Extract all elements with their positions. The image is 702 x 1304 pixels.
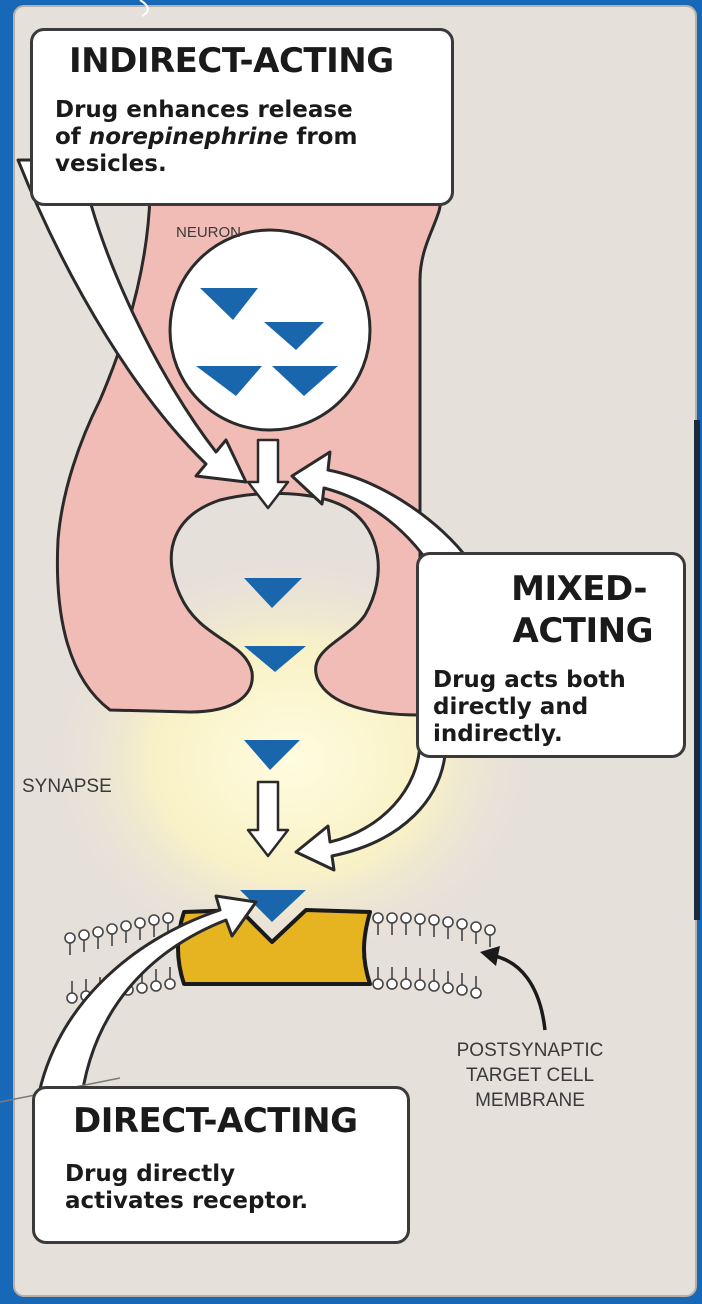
neuron-label: NEURON bbox=[176, 224, 241, 241]
direct-acting-description: Drug directly activates receptor. bbox=[65, 1161, 308, 1215]
indirect-acting-title: INDIRECT-ACTING bbox=[69, 41, 394, 81]
indirect-line-2: of norepinephrine from bbox=[55, 124, 357, 151]
indirect-line-1: Drug enhances release bbox=[55, 97, 357, 124]
direct-line-1: Drug directly bbox=[65, 1161, 308, 1188]
direct-line-2: activates receptor. bbox=[65, 1188, 308, 1215]
mixed-line-2: directly and bbox=[433, 694, 626, 721]
right-edge-dark-bar bbox=[694, 420, 700, 920]
indirect-acting-description: Drug enhances release of norepinephrine … bbox=[55, 97, 357, 178]
membrane-label-line-3: MEMBRANE bbox=[420, 1088, 640, 1113]
indirect-line-2-pre: of bbox=[55, 124, 89, 150]
mixed-acting-title-2: ACTING bbox=[513, 611, 653, 651]
indirect-line-3: vesicles. bbox=[55, 151, 357, 178]
indirect-line-2-post: from bbox=[288, 124, 357, 150]
norepinephrine-term: norepinephrine bbox=[89, 124, 288, 150]
membrane-label: POSTSYNAPTIC TARGET CELL MEMBRANE bbox=[420, 1038, 640, 1113]
mixed-acting-title-1: MIXED- bbox=[511, 569, 647, 609]
indirect-acting-box: INDIRECT-ACTING Drug enhances release of… bbox=[30, 28, 454, 206]
mixed-line-1: Drug acts both bbox=[433, 667, 626, 694]
mixed-line-3: indirectly. bbox=[433, 721, 626, 748]
synapse-label: SYNAPSE bbox=[22, 776, 112, 798]
direct-acting-box: DIRECT-ACTING Drug directly activates re… bbox=[32, 1086, 410, 1244]
direct-acting-title: DIRECT-ACTING bbox=[73, 1101, 358, 1141]
mixed-acting-box: MIXED- ACTING Drug acts both directly an… bbox=[416, 552, 686, 758]
membrane-label-line-1: POSTSYNAPTIC bbox=[420, 1038, 640, 1063]
membrane-label-line-2: TARGET CELL bbox=[420, 1063, 640, 1088]
vesicle bbox=[170, 230, 370, 430]
mixed-acting-description: Drug acts both directly and indirectly. bbox=[433, 667, 626, 748]
